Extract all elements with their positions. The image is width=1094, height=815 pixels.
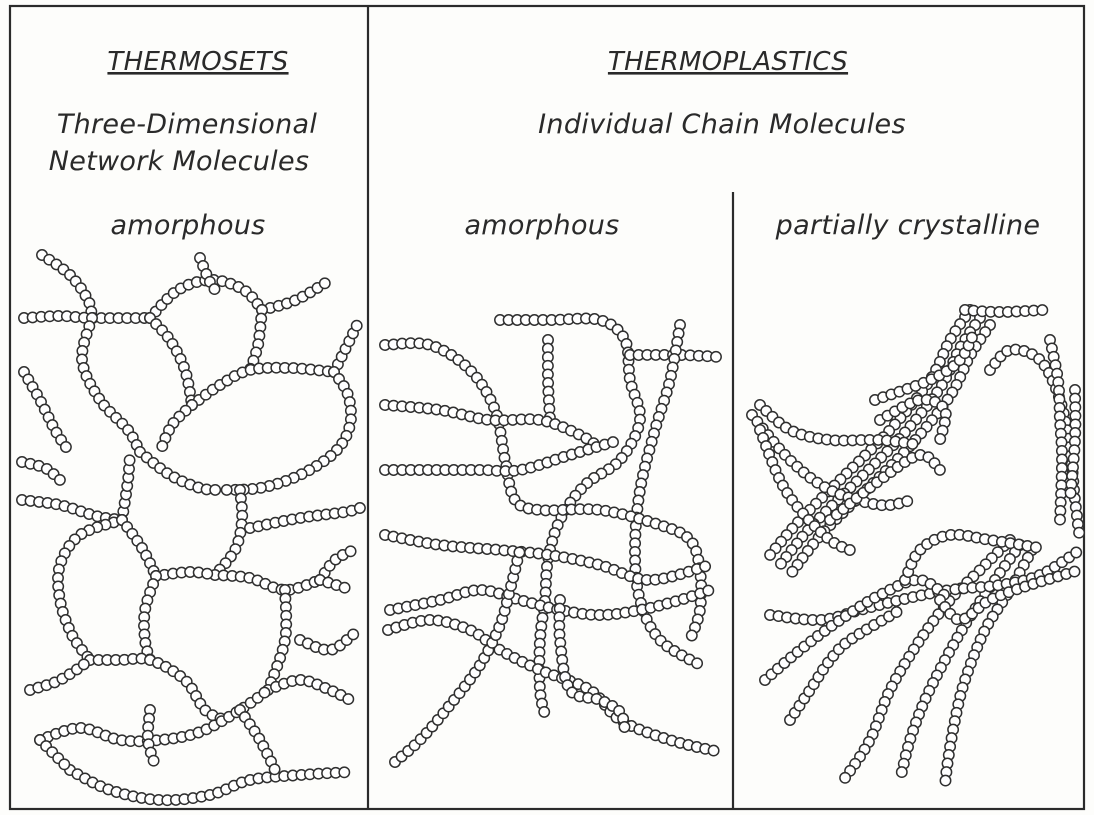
monomer-bead bbox=[935, 434, 945, 444]
monomer-bead bbox=[355, 503, 365, 513]
monomer-bead bbox=[687, 630, 697, 640]
monomer-bead bbox=[935, 465, 945, 475]
monomer-bead bbox=[148, 756, 158, 766]
monomer-bead bbox=[1037, 305, 1047, 315]
monomer-bead bbox=[1031, 542, 1041, 552]
monomer-bead bbox=[1069, 566, 1079, 576]
monomer-bead bbox=[352, 321, 362, 331]
thermosets-subtitle-line1: Three-Dimensional bbox=[57, 109, 318, 140]
network-chain-14 bbox=[19, 367, 71, 452]
network-chain-3 bbox=[77, 313, 142, 450]
monomer-bead bbox=[202, 569, 212, 579]
monomer-bead bbox=[61, 442, 71, 452]
monomer-bead bbox=[711, 352, 721, 362]
monomer-bead bbox=[692, 658, 702, 668]
monomer-bead bbox=[902, 496, 912, 506]
monomer-bead bbox=[339, 767, 349, 777]
network-chain-28 bbox=[295, 629, 359, 655]
monomer-bead bbox=[700, 561, 710, 571]
network-chain-9 bbox=[187, 363, 333, 411]
monomer-bead bbox=[79, 659, 89, 669]
monomer-bead bbox=[967, 332, 977, 342]
monomer-bead bbox=[259, 687, 269, 697]
network-chain-25 bbox=[315, 575, 350, 593]
crystalline-chain-1 bbox=[960, 305, 1048, 317]
network-chain-31 bbox=[25, 659, 89, 695]
network-chain-5 bbox=[195, 253, 220, 294]
network-chain-8 bbox=[145, 313, 197, 406]
monomer-bead bbox=[222, 485, 232, 495]
thermosets-state-label: amorphous bbox=[110, 210, 265, 241]
thermoplastic-amorphous-chains bbox=[380, 313, 721, 767]
monomer-bead bbox=[608, 437, 618, 447]
amorphous-chain-2 bbox=[543, 335, 555, 423]
monomer-bead bbox=[209, 284, 219, 294]
network-chain-15 bbox=[17, 457, 65, 485]
network-chain-13 bbox=[157, 400, 197, 452]
network-chain-23 bbox=[245, 503, 365, 533]
monomer-bead bbox=[1071, 547, 1081, 557]
monomer-bead bbox=[891, 607, 901, 617]
monomer-bead bbox=[840, 773, 850, 783]
monomer-bead bbox=[59, 759, 69, 769]
thermoplastics-crystalline-label: partially crystalline bbox=[775, 210, 1041, 241]
thermoset-network-molecules bbox=[17, 250, 365, 806]
network-chain-11 bbox=[222, 367, 357, 495]
amorphous-chain-10 bbox=[383, 615, 719, 756]
network-chain-18 bbox=[53, 515, 127, 662]
monomer-bead bbox=[55, 475, 65, 485]
thermosets-subtitle-line2: Network Molecules bbox=[49, 146, 309, 177]
network-chain-34 bbox=[65, 765, 350, 806]
thermosets-heading: THERMOSETS bbox=[107, 47, 288, 77]
monomer-bead bbox=[708, 745, 718, 755]
network-chain-2 bbox=[19, 311, 150, 324]
monomer-bead bbox=[897, 767, 907, 777]
monomer-bead bbox=[787, 567, 797, 577]
network-chain-26 bbox=[139, 571, 161, 665]
monomer-bead bbox=[765, 550, 775, 560]
monomer-bead bbox=[1055, 514, 1065, 524]
monomer-bead bbox=[269, 764, 279, 774]
monomer-bead bbox=[124, 455, 134, 465]
monomer-bead bbox=[539, 707, 549, 717]
network-chain-20 bbox=[215, 485, 248, 575]
network-chain-21 bbox=[210, 570, 320, 595]
monomer-bead bbox=[339, 583, 349, 593]
crystalline-bundle-chain-4 bbox=[840, 535, 1015, 783]
monomer-bead bbox=[343, 694, 353, 704]
monomer-bead bbox=[345, 546, 355, 556]
monomer-bead bbox=[1074, 528, 1084, 538]
monomer-bead bbox=[703, 585, 713, 595]
amorphous-chain-4 bbox=[630, 320, 703, 669]
network-chain-19 bbox=[117, 515, 159, 576]
network-chain-12 bbox=[135, 447, 221, 495]
network-chain-1 bbox=[37, 250, 97, 317]
thermoplastics-amorphous-label: amorphous bbox=[464, 210, 619, 241]
thermoplastic-crystalline-chains bbox=[747, 305, 1085, 786]
monomer-bead bbox=[845, 545, 855, 555]
monomer-bead bbox=[776, 559, 786, 569]
monomer-bead bbox=[619, 722, 629, 732]
network-chain-27 bbox=[266, 585, 292, 688]
network-chain-4 bbox=[145, 275, 263, 323]
thermoplastics-subtitle: Individual Chain Molecules bbox=[538, 109, 906, 140]
monomer-bead bbox=[514, 547, 524, 557]
monomer-bead bbox=[1065, 488, 1075, 498]
network-chain-29 bbox=[85, 653, 226, 723]
monomer-bead bbox=[907, 439, 917, 449]
monomer-bead bbox=[320, 278, 330, 288]
monomer-bead bbox=[157, 441, 167, 451]
monomer-bead bbox=[348, 629, 358, 639]
thermoplastics-heading: THERMOPLASTICS bbox=[608, 47, 848, 77]
monomer-bead bbox=[210, 485, 220, 495]
network-chain-36 bbox=[235, 705, 280, 775]
monomer-bead bbox=[940, 775, 950, 785]
